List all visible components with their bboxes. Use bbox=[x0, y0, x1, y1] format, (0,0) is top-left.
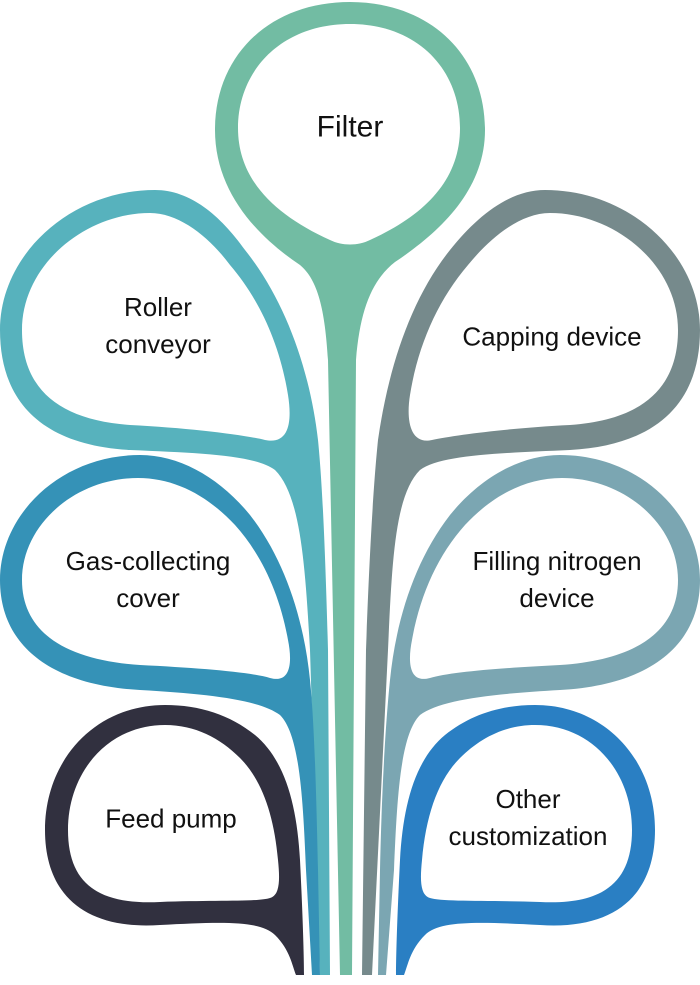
node-label-line: device bbox=[519, 583, 595, 613]
node-label-feed-pump: Feed pump bbox=[105, 801, 237, 838]
node-label-gas-collecting-cover: Gas-collecting cover bbox=[66, 543, 231, 617]
node-shape-gas-collecting-cover bbox=[0, 455, 320, 975]
node-label-line: Capping device bbox=[462, 321, 642, 352]
node-label-line: Roller bbox=[124, 292, 192, 322]
node-label-line: Feed pump bbox=[105, 803, 237, 834]
node-shape-filter bbox=[215, 2, 485, 975]
node-label-line: customization bbox=[448, 821, 608, 851]
node-label-line: cover bbox=[116, 583, 180, 613]
node-label-filling-nitrogen-device: Filling nitrogen device bbox=[472, 543, 641, 617]
node-label-line: conveyor bbox=[105, 329, 211, 359]
node-shape-feed-pump bbox=[45, 705, 304, 975]
node-label-line: Filling nitrogen bbox=[472, 546, 642, 576]
node-shape-filling-nitrogen-device bbox=[378, 455, 700, 975]
node-shape-other-customization bbox=[396, 705, 655, 975]
node-shape-capping-device bbox=[362, 190, 700, 975]
node-label-line: Other bbox=[495, 784, 561, 814]
node-label-roller-conveyor: Roller conveyor bbox=[105, 289, 211, 363]
node-label-capping-device: Capping device bbox=[462, 319, 641, 356]
node-label-line: Filter bbox=[316, 110, 384, 144]
node-shape-roller-conveyor bbox=[0, 190, 330, 975]
node-label-other-customization: Other customization bbox=[449, 781, 608, 855]
node-label-filter: Filter bbox=[317, 109, 384, 146]
node-label-line: Gas-collecting bbox=[65, 546, 231, 576]
